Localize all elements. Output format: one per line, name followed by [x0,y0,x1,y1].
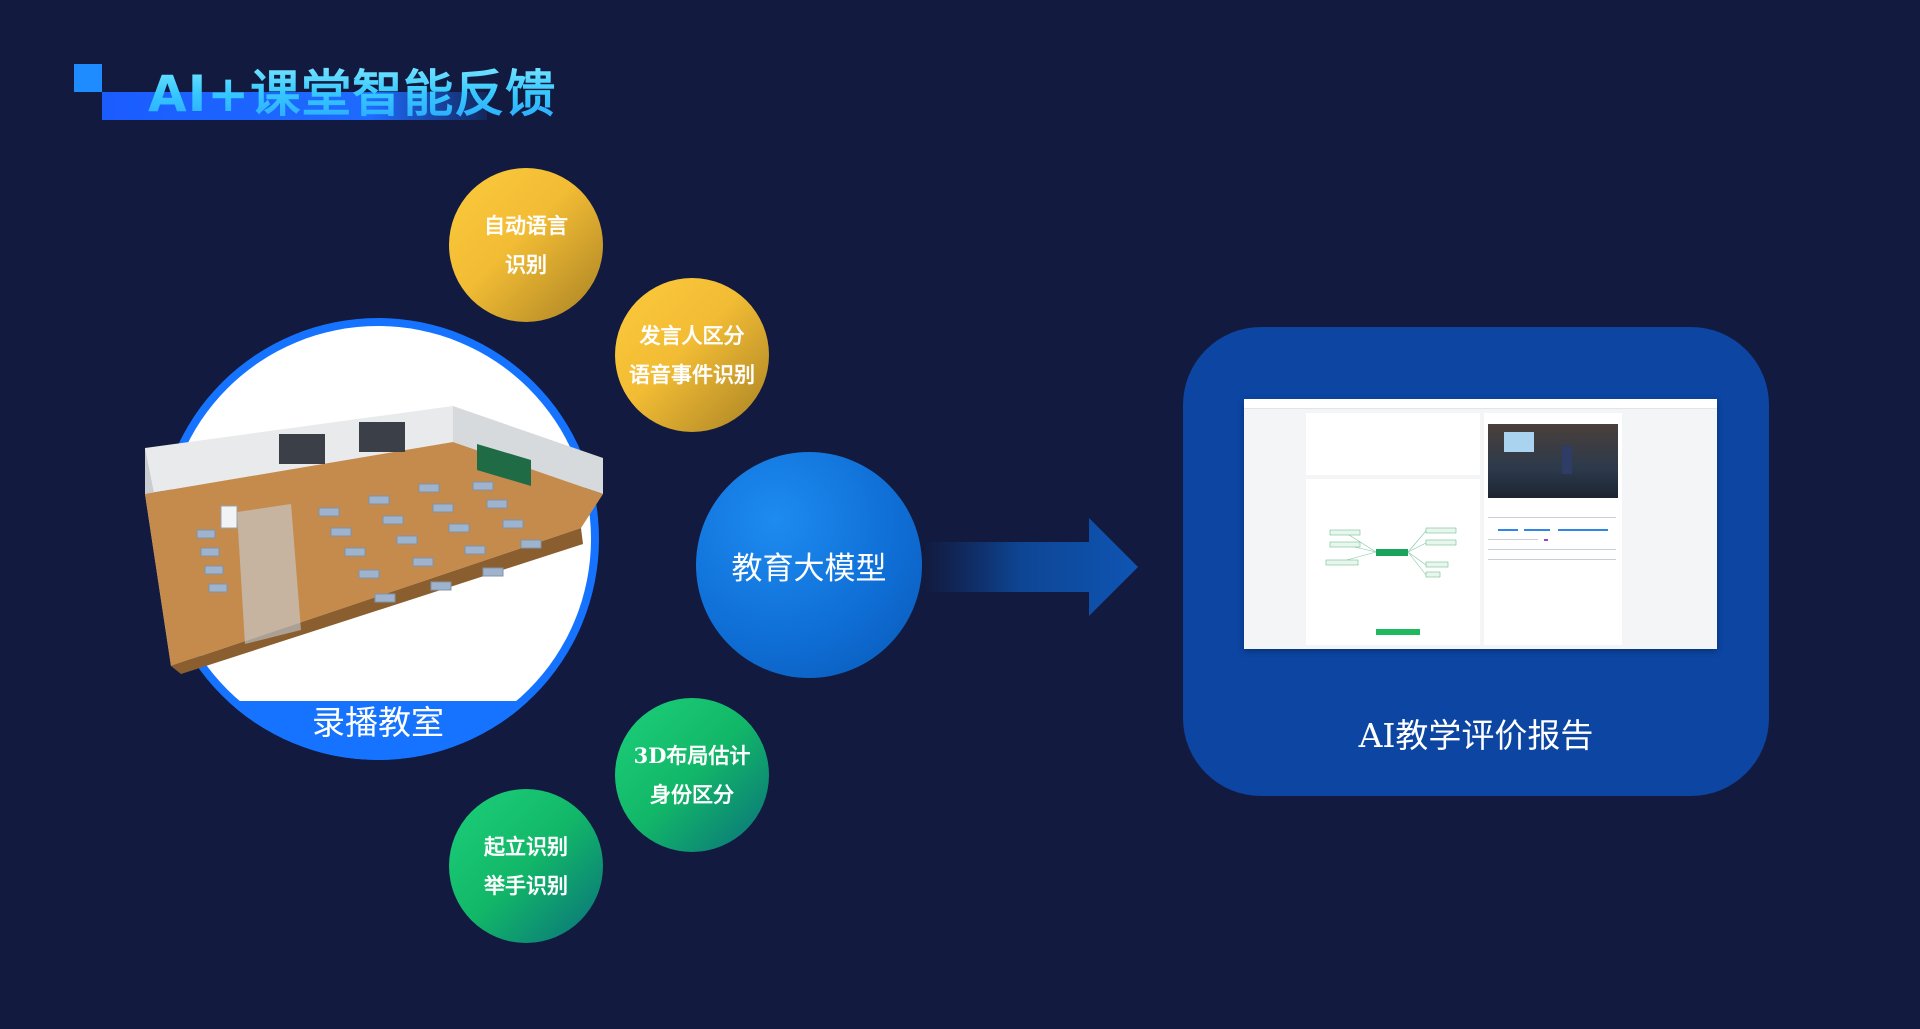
classroom-right-wall [453,406,603,494]
video-screen [1504,432,1534,452]
feature-speech-recognition: 自动语言 识别 [449,168,603,322]
classroom-window [359,422,405,452]
page-title: AI+课堂智能反馈 [148,54,556,126]
report-panel: AI教学评价报告 [1183,327,1769,796]
classroom-label-band [157,701,599,760]
report-screenshot [1244,399,1717,649]
education-model-label: 教育大模型 [731,550,887,587]
report-video-card [1484,413,1622,645]
report-mindmap-graphic [1325,527,1457,635]
feature-gesture-recognition: 起立识别 举手识别 [449,789,603,943]
classroom-podium [220,505,238,529]
report-summary-card [1306,413,1480,475]
classroom-3d-illustration [145,406,603,674]
page-header: AI+课堂智能反馈 [0,0,1920,140]
video-teacher [1562,446,1572,474]
feature-3d-layout: 3D布局估计 身份区分 [615,698,769,852]
classroom-window [279,434,325,464]
report-mindmap-card [1306,479,1480,645]
report-label: AI教学评价报告 [1358,716,1594,755]
classroom-blackboard [477,444,531,486]
title-decoration-bar [102,92,487,120]
title-decoration-square [74,64,102,92]
report-timeline-graphic [1488,517,1616,560]
classroom-label: 录播教室 [312,703,444,742]
classroom-glass-partition [237,504,301,644]
feature-speaker-diarization: 发言人区分 语音事件识别 [615,278,769,432]
education-model-circle: 教育大模型 [696,452,922,678]
report-screenshot-topbar [1244,399,1717,409]
arrow-right-icon [925,518,1138,616]
report-video-thumbnail [1488,424,1618,498]
